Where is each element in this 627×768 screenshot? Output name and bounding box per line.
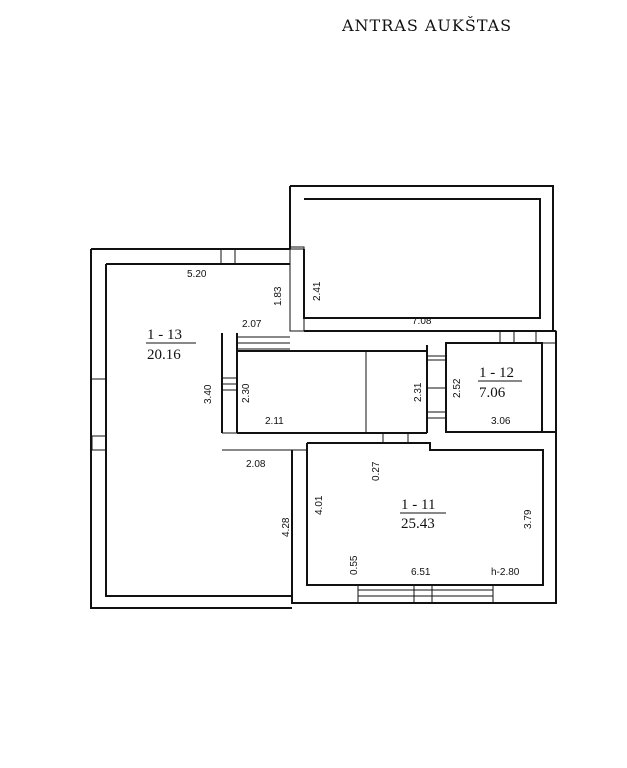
dim-2-11: 2.11 (265, 416, 284, 427)
room-1-13-label: 1 - 13 20.16 (146, 327, 196, 363)
dim-2-08: 2.08 (246, 459, 266, 470)
dim-6-51: 6.51 (411, 567, 431, 578)
dim-3-79: 3.79 (523, 509, 534, 529)
room-1-13-id: 1 - 13 (147, 327, 182, 343)
dim-7-08: 7.08 (412, 316, 432, 327)
room-1-12-id: 1 - 12 (479, 365, 514, 381)
plan-title: ANTRAS AUKŠTAS (342, 16, 513, 35)
room-1-11-walls (222, 432, 557, 604)
room-1-11-id: 1 - 11 (401, 497, 435, 513)
ceiling-height: h-2.80 (491, 567, 520, 578)
dim-1-83: 1.83 (273, 286, 284, 306)
dim-2-07: 2.07 (242, 319, 262, 330)
dim-0-55: 0.55 (349, 555, 360, 575)
left-wing-walls (90, 248, 292, 609)
dim-2-30: 2.30 (241, 383, 252, 403)
room-1-11-label: 1 - 11 25.43 (400, 497, 446, 532)
dim-2-41: 2.41 (312, 281, 323, 301)
room-1-13-area: 20.16 (147, 347, 181, 363)
dim-4-28: 4.28 (281, 517, 292, 537)
room-1-12-label: 1 - 12 7.06 (478, 365, 522, 401)
corridor-walls (221, 333, 446, 434)
dim-5-20: 5.20 (187, 269, 207, 280)
dim-3-06: 3.06 (491, 416, 511, 427)
dim-3-40: 3.40 (203, 384, 214, 404)
room-1-12-area: 7.06 (479, 385, 506, 401)
dim-0-27: 0.27 (371, 461, 382, 481)
room-1-11-area: 25.43 (401, 516, 435, 532)
dim-4-01: 4.01 (314, 495, 325, 515)
dim-2-31: 2.31 (413, 382, 424, 402)
dim-2-52: 2.52 (452, 378, 463, 398)
